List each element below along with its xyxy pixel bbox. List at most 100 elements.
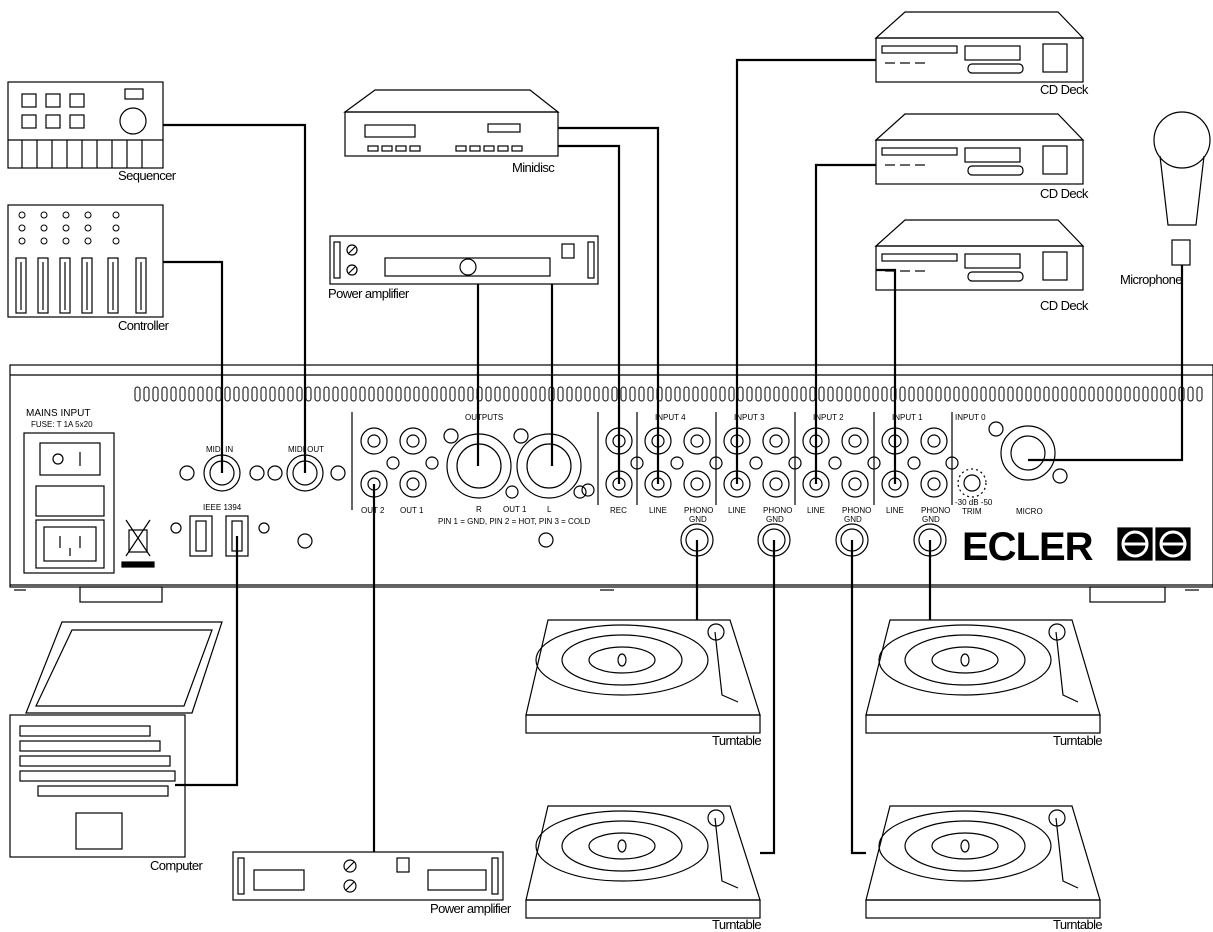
input3-label: INPUT 3 [734,413,765,422]
trim-label: TRIM [962,507,982,516]
vent-slot [935,386,942,402]
pin-note: PIN 1 = GND, PIN 2 = HOT, PIN 3 = COLD [438,517,590,526]
vent-slot [611,386,618,402]
sequencer-label: Sequencer [118,168,177,183]
fuse-rating: FUSE: T 1A 5x20 [31,420,93,429]
vent-slot [368,386,375,402]
vent-slot [359,386,366,402]
input4-label: INPUT 4 [655,413,686,422]
vent-slot [179,386,186,402]
vent-slot [719,386,726,402]
vent-slot [827,386,834,402]
vent-slot [233,386,240,402]
vent-slot [953,386,960,402]
vent-slot [629,386,636,402]
turntable-4-device [865,805,1101,919]
phono2-label: PHONO [842,506,871,515]
line1-label: LINE [886,506,904,515]
vent-slot [350,386,357,402]
vent-slot [251,386,258,402]
vent-slot [422,386,429,402]
vent-slot [863,386,870,402]
vent-slot [782,386,789,402]
vent-slot [1142,386,1149,402]
vent-slot [1196,386,1203,402]
vent-slot [1052,386,1059,402]
vent-slot [539,386,546,402]
vent-slot [332,386,339,402]
vent-slot [665,386,672,402]
vent-slot [242,386,249,402]
vent-slot [377,386,384,402]
xlr-r-label: R [476,505,482,514]
power-amp-top-label: Power amplifier [328,286,410,301]
vent-slot [143,386,150,402]
ecler-logo-icon [1117,527,1191,561]
vent-slot [278,386,285,402]
vent-slot [161,386,168,402]
midi-in-label: MIDI IN [206,445,233,454]
phono4-label: PHONO [684,506,713,515]
vent-slot [215,386,222,402]
weee-bin-icon [121,519,155,568]
vent-slot [620,386,627,402]
vent-slot [521,386,528,402]
vent-slot [287,386,294,402]
vent-slot [593,386,600,402]
vent-slot [755,386,762,402]
vent-slot [440,386,447,402]
vent-slot [674,386,681,402]
vent-slot [764,386,771,402]
vent-slot [503,386,510,402]
vent-slot [395,386,402,402]
vent-slot [386,386,393,402]
computer-label: Computer [150,858,204,873]
power-amplifier-top-device [329,235,599,285]
vent-slot [899,386,906,402]
vent-slot [1115,386,1122,402]
cd-deck-2-device [874,113,1085,185]
turntable-4-label: Turntable [1053,917,1102,932]
cd-deck-2-label: CD Deck [1040,186,1089,201]
cd-deck-3-device [874,219,1085,291]
computer-device [9,621,223,858]
vent-slot [323,386,330,402]
vent-slot [917,386,924,402]
screw-icon [297,533,313,549]
input1-jacks [867,427,959,557]
input2-label: INPUT 2 [813,413,844,422]
vent-slot [458,386,465,402]
vent-slot [269,386,276,402]
gnd2-label: GND [844,515,862,524]
gnd3-label: GND [766,515,784,524]
vent-slot [728,386,735,402]
micro-label: MICRO [1016,507,1043,516]
cd-deck-3-label: CD Deck [1040,298,1089,313]
rca-out2-out1 [360,427,439,498]
vent-slot [638,386,645,402]
vent-slot [260,386,267,402]
vent-slot [746,386,753,402]
vent-slot [854,386,861,402]
vent-slot [341,386,348,402]
vent-slot [944,386,951,402]
vent-slot [1160,386,1167,402]
xlr-out1-label: OUT 1 [503,505,527,514]
vent-slot [926,386,933,402]
input1-label: INPUT 1 [892,413,923,422]
vent-slot [836,386,843,402]
vent-slot [1016,386,1023,402]
gnd4-label: GND [689,515,707,524]
vent-slot [206,386,213,402]
vent-slot [998,386,1005,402]
vent-slot [413,386,420,402]
outputs-title: OUTPUTS [465,413,503,422]
vent-slot [188,386,195,402]
connection-cables [163,58,1184,855]
rec-label: REC [610,506,627,515]
vent-slot [512,386,519,402]
vent-slot [305,386,312,402]
turntable-2-label: Turntable [1053,733,1102,748]
vent-slot [1070,386,1077,402]
